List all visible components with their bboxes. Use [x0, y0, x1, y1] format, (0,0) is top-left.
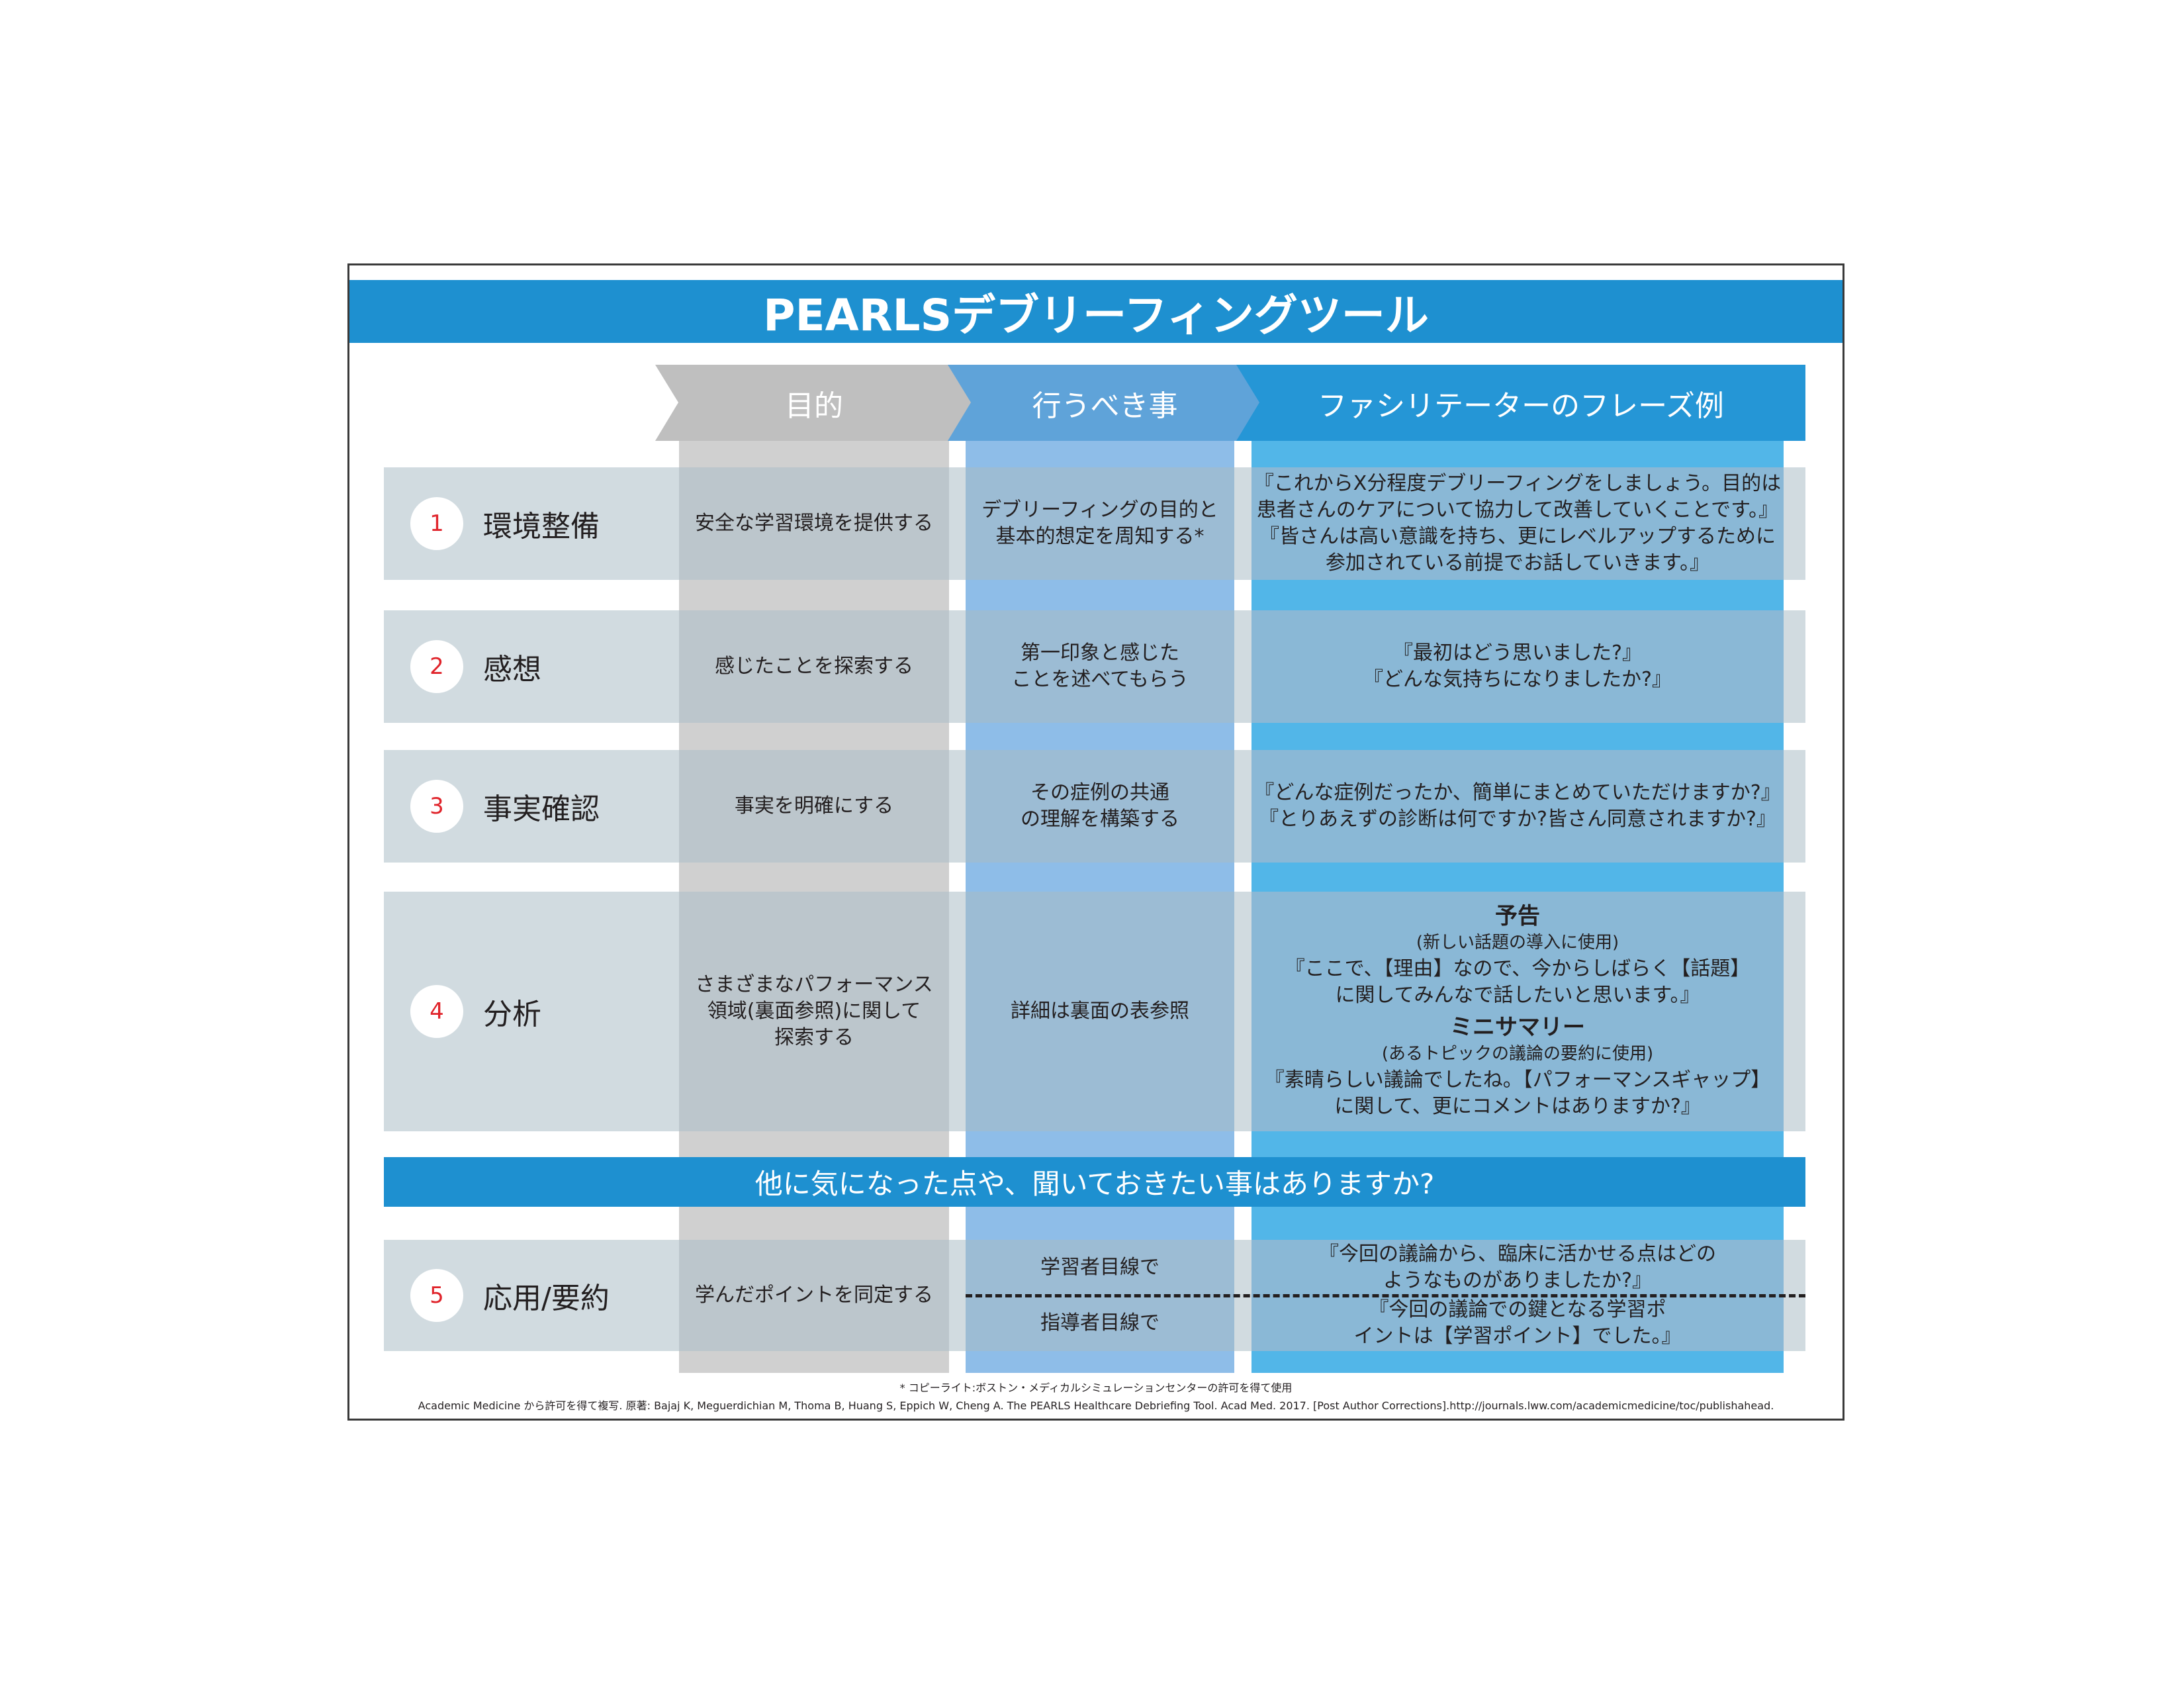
- purpose-text: 領域(裏面参照)に関して: [707, 1000, 921, 1023]
- phase-number: 4: [410, 985, 463, 1038]
- purpose-text: 感じたことを探索する: [715, 655, 913, 678]
- column-header-action: 行うべき事: [948, 365, 1262, 441]
- summary-title: ミニサマリー: [1450, 1014, 1585, 1041]
- phase-number: 3: [410, 780, 463, 833]
- action-cell-bottom: 指導者目線で: [966, 1295, 1234, 1351]
- phrase-text: 『最初はどう思いました?』: [1393, 641, 1642, 665]
- phrase-text: 『どんな気持ちになりましたか?』: [1363, 668, 1672, 691]
- action-cell: 詳細は裏面の表参照: [966, 892, 1234, 1131]
- phrase-text: 『ここで、【理由】なので、今からしばらく【話題】: [1285, 957, 1751, 980]
- phase-name: 応用/要約: [483, 1282, 610, 1315]
- action-cell: デブリーフィングの目的と 基本的想定を周知する*: [966, 467, 1234, 580]
- phase-number: 2: [410, 640, 463, 693]
- action-text: の理解を構築する: [1021, 808, 1179, 831]
- action-text: 基本的想定を周知する*: [995, 525, 1205, 548]
- purpose-text: 事実を明確にする: [734, 794, 894, 818]
- phrase-text: 『素晴らしい議論でしたね。【パフォーマンスギャップ】: [1264, 1068, 1771, 1092]
- column-header-phrase: ファシリテーターのフレーズ例: [1236, 365, 1805, 441]
- action-text: ことを述べてもらう: [1011, 668, 1189, 691]
- phrase-text: 患者さんのケアについて協力して改善していくことです。』: [1256, 498, 1779, 522]
- purpose-text: 安全な学習環境を提供する: [695, 512, 933, 535]
- phrase-text: 『今回の議論での鍵となる学習ポ: [1369, 1298, 1666, 1321]
- action-text: 学習者目線で: [1040, 1256, 1160, 1279]
- action-cell: その症例の共通 の理解を構築する: [966, 750, 1234, 863]
- phrase-text: 『皆さんは高い意識を持ち、更にレベルアップするために: [1259, 525, 1776, 548]
- phrase-text: 『これからX分程度デブリーフィングをしましょう。目的は: [1253, 472, 1782, 495]
- signpost-note: (新しい話題の導入に使用): [1416, 933, 1619, 953]
- phase-name: 感想: [483, 653, 541, 686]
- purpose-cell: 安全な学習環境を提供する: [679, 467, 949, 580]
- phase-label: 5 応用/要約: [384, 1240, 679, 1351]
- phrase-cell: 『どんな症例だったか、簡単にまとめていただけますか?』 『とりあえずの診断は何で…: [1251, 750, 1784, 863]
- signpost-title: 予告: [1495, 903, 1540, 929]
- phrase-cell: 『これからX分程度デブリーフィングをしましょう。目的は 患者さんのケアについて協…: [1251, 467, 1784, 580]
- purpose-text: 探索する: [774, 1026, 854, 1049]
- phase-label: 4 分析: [384, 892, 679, 1131]
- phase-label: 3 事実確認: [384, 750, 679, 863]
- dashed-divider: [966, 1294, 1805, 1297]
- phrase-cell-bottom: 『今回の議論での鍵となる学習ポ イントは【学習ポイント】でした。』: [1251, 1295, 1784, 1351]
- phase-label: 1 環境整備: [384, 467, 679, 580]
- phrase-text: 『今回の議論から、臨床に活かせる点はどの: [1319, 1243, 1716, 1266]
- purpose-text: 学んだポイントを同定する: [695, 1284, 933, 1307]
- purpose-text: さまざまなパフォーマンス: [695, 973, 933, 996]
- phase-number: 1: [410, 497, 463, 550]
- column-header-label: ファシリテーターのフレーズ例: [1318, 389, 1724, 423]
- question-bar: 他に気になった点や、聞いておきたい事はありますか?: [384, 1157, 1805, 1207]
- action-cell-top: 学習者目線で: [966, 1240, 1234, 1295]
- purpose-cell: 感じたことを探索する: [679, 610, 949, 723]
- action-text: デブリーフィングの目的と: [981, 498, 1218, 522]
- summary-note: (あるトピックの議論の要約に使用): [1381, 1044, 1654, 1064]
- column-header-label: 行うべき事: [1032, 389, 1178, 423]
- purpose-cell: 学んだポイントを同定する: [679, 1240, 949, 1351]
- phrase-cell-top: 『今回の議論から、臨床に活かせる点はどの ようなものがありましたか?』: [1251, 1240, 1784, 1295]
- phrase-cell: 『最初はどう思いました?』 『どんな気持ちになりましたか?』: [1251, 610, 1784, 723]
- phrase-text: 『どんな症例だったか、簡単にまとめていただけますか?』: [1254, 781, 1781, 804]
- purpose-cell: 事実を明確にする: [679, 750, 949, 863]
- phrase-text: ようなものがありましたか?』: [1383, 1269, 1652, 1292]
- phase-label: 2 感想: [384, 610, 679, 723]
- footnote: * コピーライト:ボストン・メディカルシミュレーションセンターの許可を得て使用: [899, 1382, 1293, 1394]
- citation: Academic Medicine から許可を得て複写. 原著: Bajaj K…: [418, 1399, 1774, 1412]
- phase-name: 環境整備: [483, 510, 600, 543]
- phase-number: 5: [410, 1269, 463, 1322]
- action-text: その症例の共通: [1030, 781, 1169, 804]
- action-cell: 第一印象と感じた ことを述べてもらう: [966, 610, 1234, 723]
- phrase-cell: 予告 (新しい話題の導入に使用) 『ここで、【理由】なので、今からしばらく【話題…: [1251, 892, 1784, 1131]
- column-header-label: 目的: [785, 389, 843, 423]
- phrase-text: に関してみんなで話したいと思います。』: [1335, 984, 1700, 1007]
- page-title: PEARLSデブリーフィングツール: [349, 280, 1843, 343]
- purpose-cell: さまざまなパフォーマンス 領域(裏面参照)に関して 探索する: [679, 892, 949, 1131]
- column-header-purpose: 目的: [655, 365, 973, 441]
- action-text: 第一印象と感じた: [1021, 641, 1179, 665]
- phrase-text: イントは【学習ポイント】でした。』: [1353, 1325, 1682, 1348]
- phase-name: 分析: [483, 998, 541, 1031]
- phrase-text: 『とりあえずの診断は何ですか?皆さん同意されますか?』: [1259, 808, 1776, 831]
- phase-name: 事実確認: [483, 792, 600, 826]
- phrase-text: に関して、更にコメントはありますか?』: [1334, 1095, 1701, 1118]
- action-text: 詳細は裏面の表参照: [1011, 1000, 1189, 1023]
- phrase-text: 参加されている前提でお話していきます。』: [1325, 551, 1710, 575]
- chevron-shape-icon: [948, 365, 1262, 441]
- page-frame: [347, 263, 1844, 1421]
- chevron-shape-icon: [655, 365, 973, 441]
- chevron-shape-icon: [1236, 365, 1805, 441]
- action-text: 指導者目線で: [1040, 1311, 1160, 1335]
